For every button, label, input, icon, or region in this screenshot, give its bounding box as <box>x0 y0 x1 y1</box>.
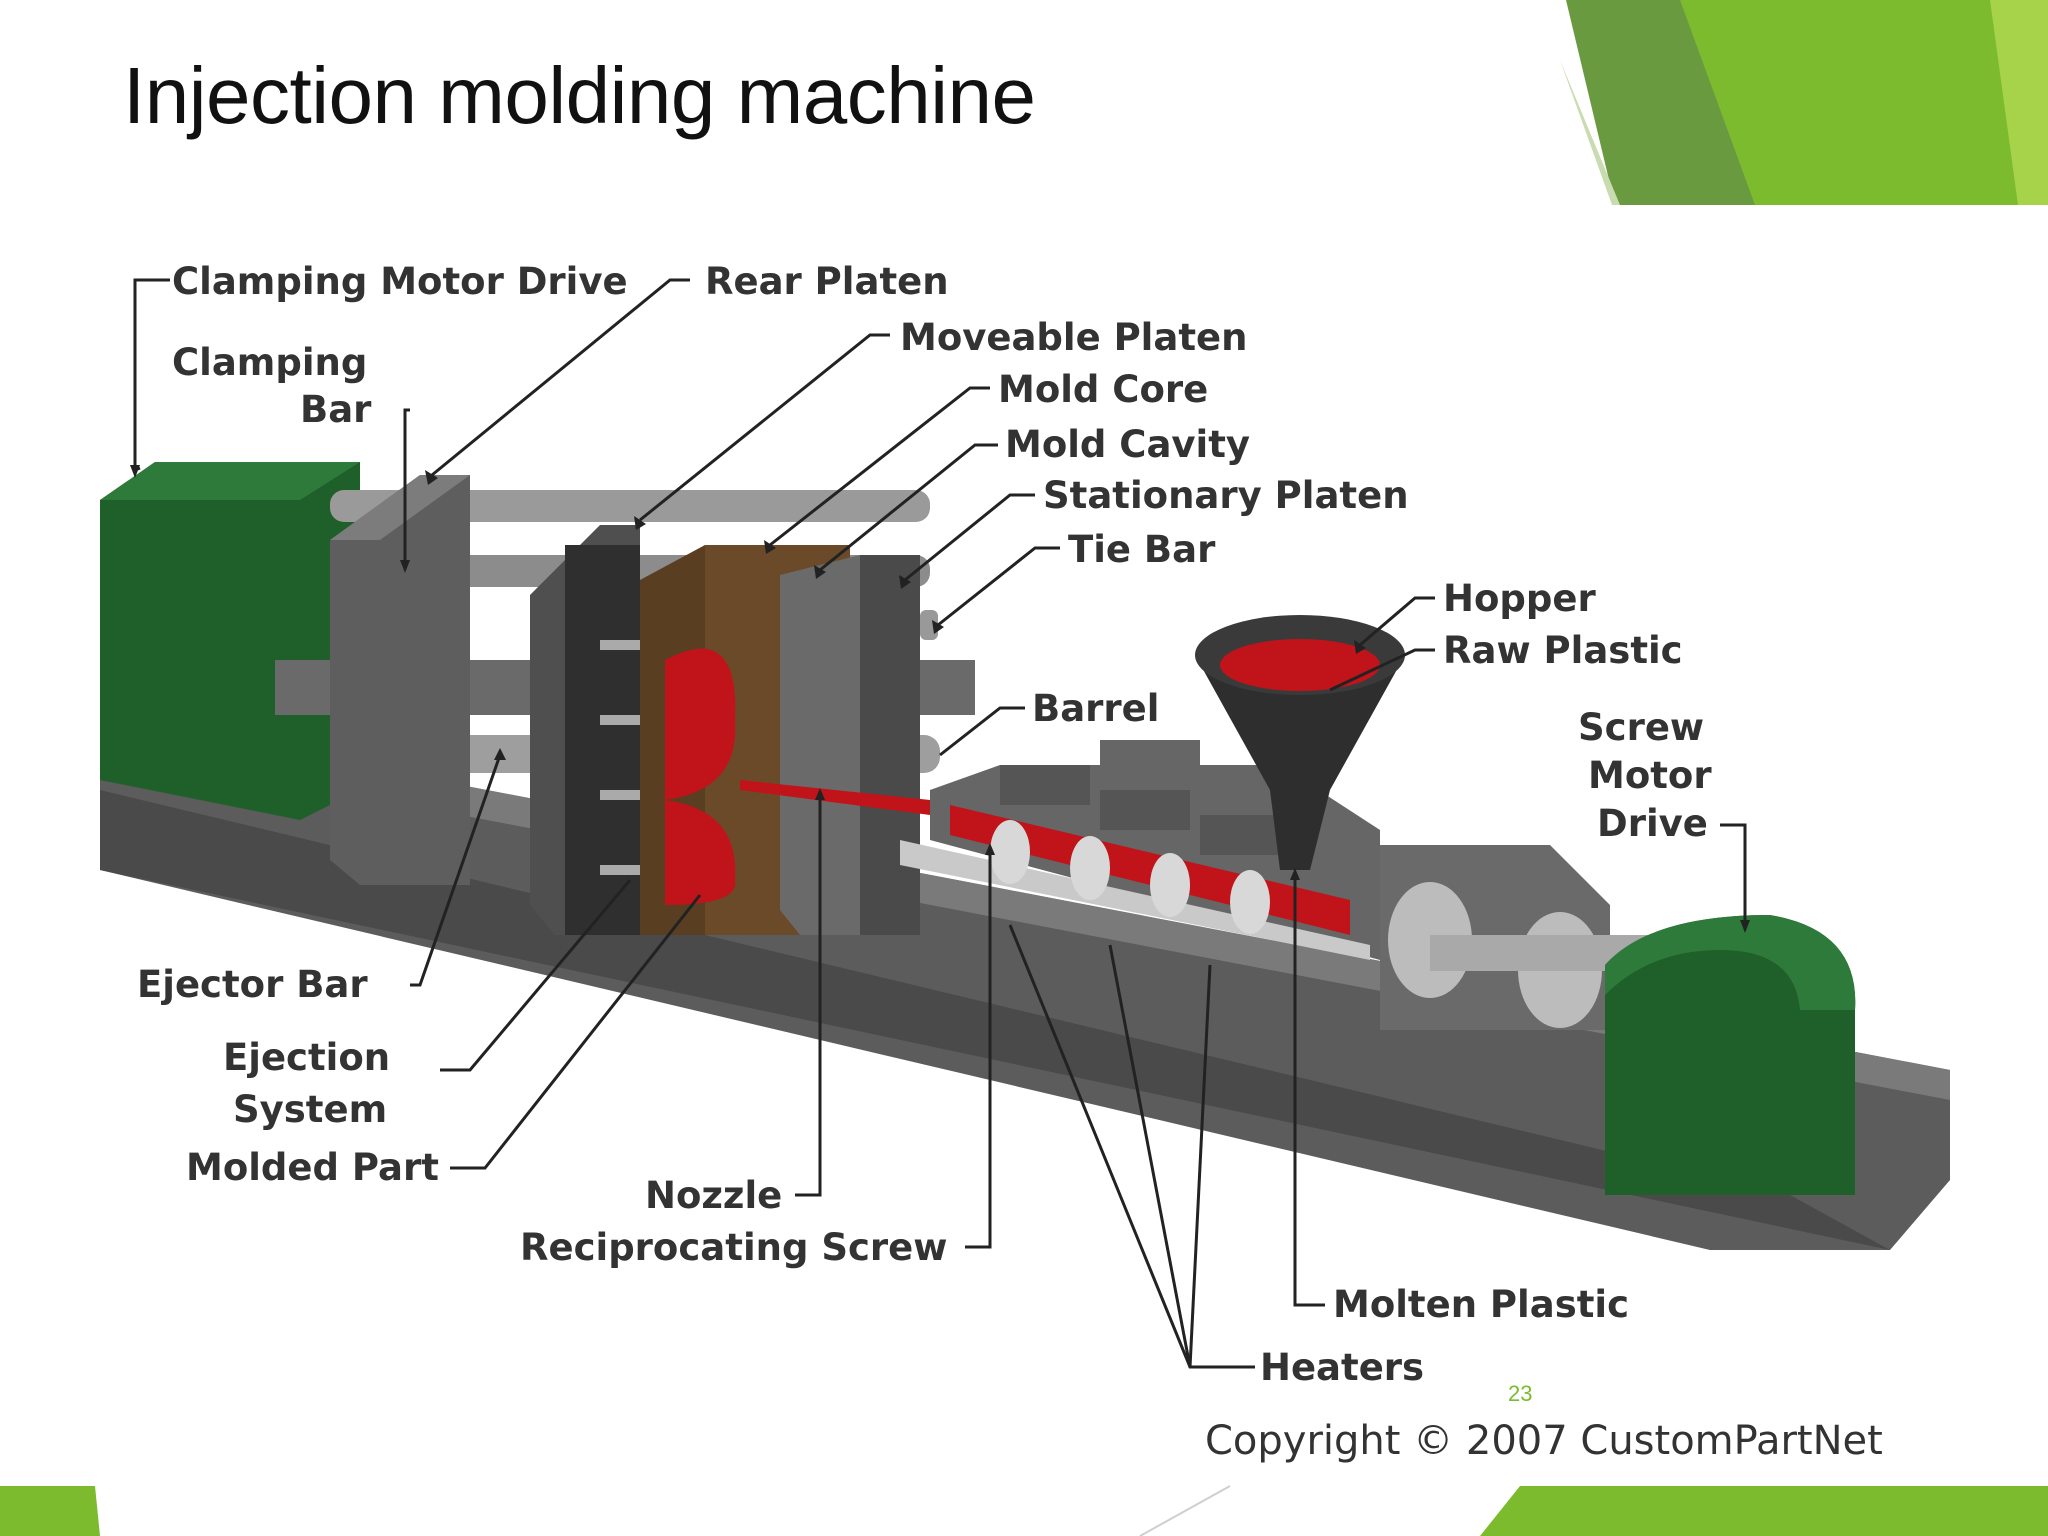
clamping-motor-drive <box>100 462 360 820</box>
slide-page-number: 23 <box>1508 1381 1533 1406</box>
screw-motor-drive <box>1605 915 1856 1195</box>
label-hopper: Hopper <box>1443 577 1596 620</box>
label-moveable-platen: Moveable Platen <box>900 316 1247 359</box>
label-mold-cavity: Mold Cavity <box>1005 423 1250 466</box>
leader-arrowheads <box>130 465 1750 933</box>
label-rear-platen: Rear Platen <box>705 260 949 303</box>
accent-sliver <box>1560 60 1620 205</box>
ejector-pins <box>600 640 670 875</box>
label-screw-motor-drive-1: Screw <box>1578 706 1704 749</box>
label-clamping-bar-2: Bar <box>300 388 372 431</box>
screw-motor-top <box>1605 915 1856 1010</box>
nozzle-flow <box>740 780 930 815</box>
moveable-platen-front <box>565 545 640 935</box>
label-screw-motor-drive-3: Drive <box>1597 802 1708 845</box>
rear-platen <box>330 475 470 885</box>
tie-bar-upper <box>330 490 930 522</box>
label-ejection-system-2: System <box>233 1088 387 1131</box>
accent-shape-bottom-right <box>1480 1486 2048 1536</box>
leader-lines <box>133 278 1747 1369</box>
clamping-motor-top <box>100 462 360 500</box>
accent-shape-mid <box>1680 0 2048 205</box>
hopper <box>1195 632 1405 870</box>
label-ejector-bar: Ejector Bar <box>137 963 368 1006</box>
label-raw-plastic: Raw Plastic <box>1443 629 1683 672</box>
copyright-notice: Copyright © 2007 CustomPartNet <box>1205 1418 1883 1464</box>
molded-part-bottom <box>665 800 736 905</box>
label-heaters: Heaters <box>1260 1346 1424 1389</box>
stationary-platen-side <box>860 555 920 935</box>
label-ejection-system-1: Ejection <box>223 1036 390 1079</box>
label-stationary-platen: Stationary Platen <box>1043 474 1409 517</box>
label-clamping-motor-drive: Clamping Motor Drive <box>172 260 628 303</box>
label-barrel: Barrel <box>1032 687 1159 730</box>
accent-shape-light <box>1990 0 2048 205</box>
molded-part-top <box>665 648 736 800</box>
accent-line <box>1139 1485 1231 1536</box>
screw-flights <box>990 820 1270 934</box>
label-mold-core: Mold Core <box>998 368 1208 411</box>
tie-bar-end <box>920 610 938 640</box>
label-tie-bar: Tie Bar <box>1068 528 1216 571</box>
label-nozzle: Nozzle <box>645 1174 782 1217</box>
label-screw-motor-drive-2: Motor <box>1588 754 1712 797</box>
label-clamping-bar-1: Clamping <box>172 341 367 384</box>
label-molten-plastic: Molten Plastic <box>1333 1283 1629 1326</box>
slide-title: Injection molding machine <box>123 51 1036 140</box>
machine-bed <box>100 640 1950 1250</box>
accent-shape-bottom-left <box>0 1486 100 1536</box>
rear-platen-top <box>330 475 470 540</box>
label-reciprocating-screw: Reciprocating Screw <box>520 1226 947 1269</box>
label-molded-part: Molded Part <box>186 1146 439 1189</box>
raw-plastic <box>1220 639 1380 691</box>
